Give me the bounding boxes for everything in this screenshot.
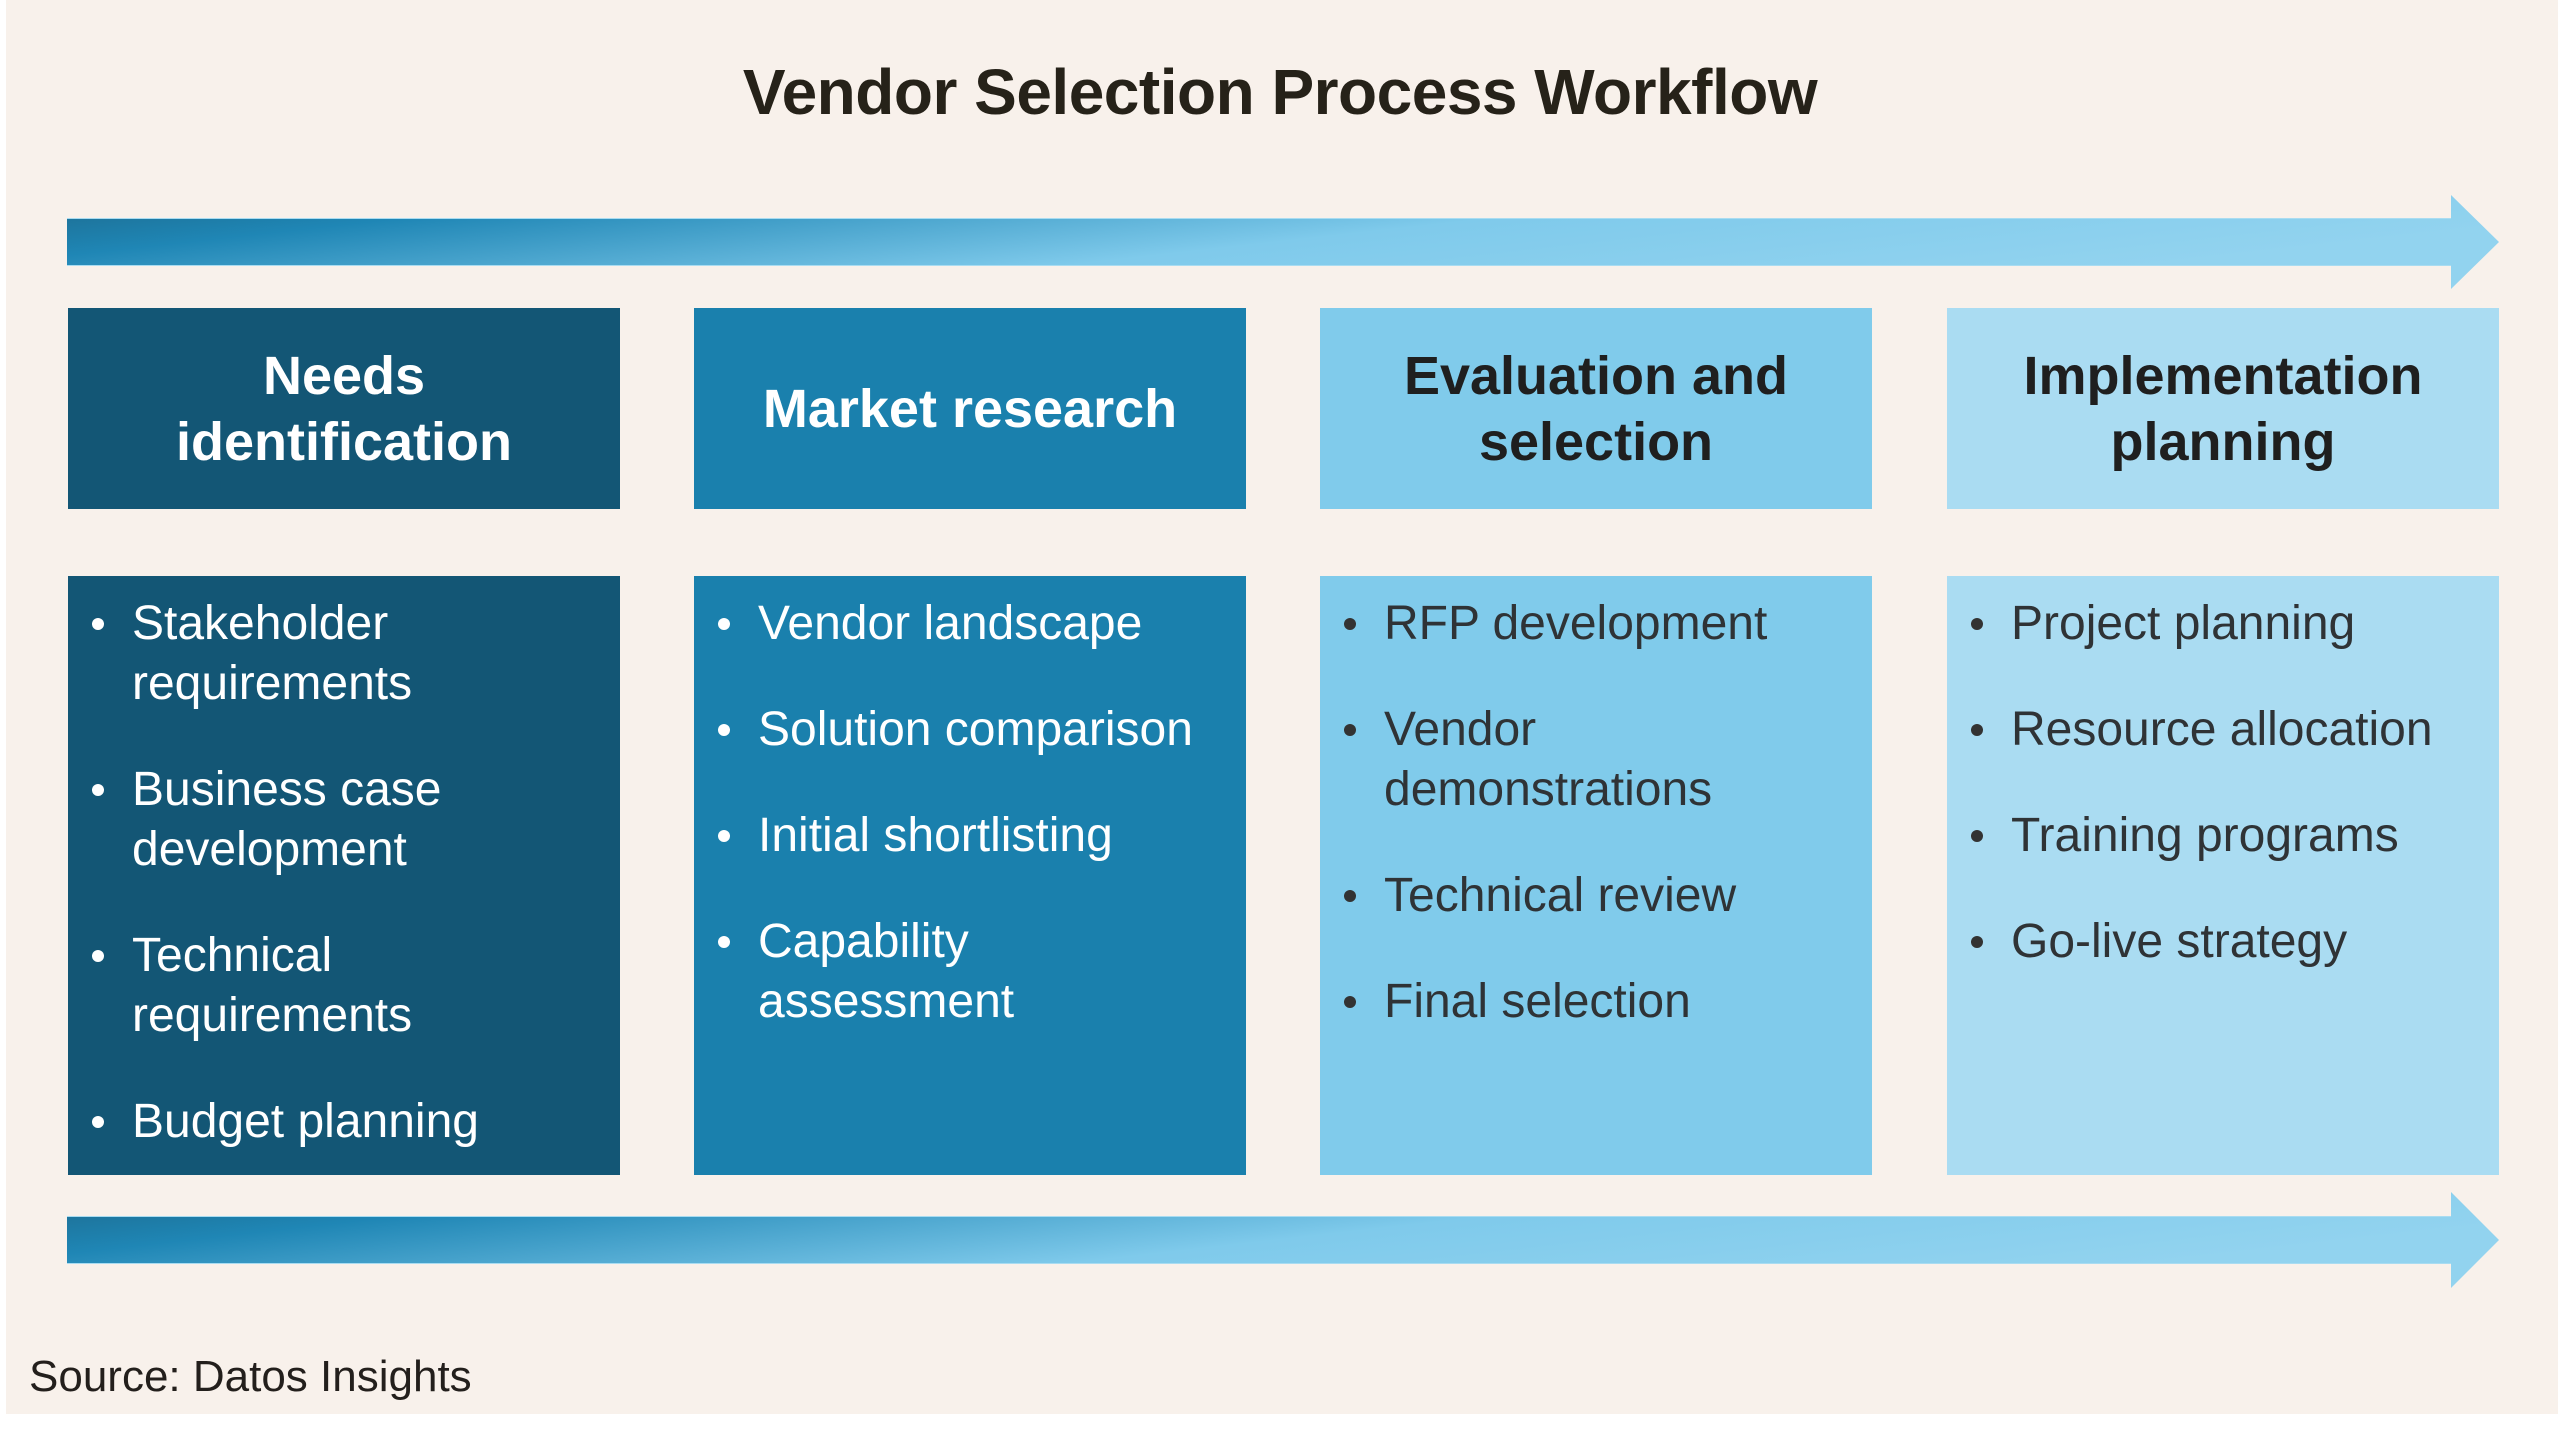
bullet-icon [92, 784, 104, 796]
bullet-icon [1344, 890, 1356, 902]
list-item-text: Technical requirements [132, 929, 413, 1042]
list-item: Initial shortlisting [718, 806, 1226, 866]
bullet-icon [1344, 996, 1356, 1008]
source-note: Source: Datos Insights [29, 1352, 472, 1401]
list-item-text: Solution comparison [758, 703, 1193, 756]
stage-item-list: Stakeholder requirements Business case d… [92, 594, 600, 1152]
stage-header-needs-identification: Needs identification [68, 308, 620, 509]
list-item-text: Stakeholder requirements [132, 597, 413, 710]
bullet-icon [1971, 724, 1983, 736]
list-item-text: Initial shortlisting [758, 809, 1113, 862]
list-item: Vendor demonstrations [1344, 700, 1852, 820]
list-item: Final selection [1344, 972, 1852, 1032]
stage-header-market-research: Market research [694, 308, 1246, 509]
list-item-text: Vendor landscape [758, 597, 1143, 650]
bullet-icon [1971, 618, 1983, 630]
list-item-text: Capability assessment [758, 915, 1015, 1028]
arrow-right-icon [67, 195, 2499, 289]
stage-body-implementation-planning: Project planning Resource allocation Tra… [1947, 576, 2499, 1175]
bullet-icon [92, 1116, 104, 1128]
bullet-icon [718, 618, 730, 630]
stage-title: Market research [762, 378, 1178, 439]
list-item-text: Resource allocation [2011, 703, 2433, 756]
stage-item-list: RFP development Vendor demonstrations Te… [1344, 594, 1852, 1032]
list-item-text: Budget planning [132, 1095, 479, 1148]
stage-item-list: Project planning Resource allocation Tra… [1971, 594, 2479, 972]
list-item: Resource allocation [1971, 700, 2479, 760]
list-item: Project planning [1971, 594, 2479, 654]
list-item-text: Technical review [1384, 869, 1737, 922]
arrow-right-icon [67, 1192, 2499, 1288]
bullet-icon [92, 950, 104, 962]
list-item-text: Business case development [132, 763, 442, 876]
stage-header-evaluation-and-selection: Evaluation and selection [1320, 308, 1872, 509]
list-item-text: Final selection [1384, 975, 1691, 1028]
list-item: Stakeholder requirements [92, 594, 600, 714]
list-item-text: Vendor demonstrations [1384, 703, 1713, 816]
list-item: Capability assessment [718, 912, 1226, 1032]
bullet-icon [1971, 936, 1983, 948]
diagram-title: Vendor Selection Process Workflow [742, 56, 1818, 128]
stage-body-market-research: Vendor landscape Solution comparison Ini… [694, 576, 1246, 1175]
list-item-text: Go-live strategy [2011, 915, 2348, 968]
list-item-text: Training programs [2011, 809, 2399, 862]
bullet-icon [718, 936, 730, 948]
stage-item-list: Vendor landscape Solution comparison Ini… [718, 594, 1226, 1032]
stage-header-implementation-planning: Implementation planning [1947, 308, 2499, 509]
stage-body-evaluation-and-selection: RFP development Vendor demonstrations Te… [1320, 576, 1872, 1175]
stage-title: Evaluation and selection [1403, 345, 1789, 472]
bullet-icon [1344, 618, 1356, 630]
list-item-text: RFP development [1384, 597, 1768, 650]
process-arrow-top [67, 195, 2499, 289]
process-arrow-bottom [67, 1192, 2499, 1288]
list-item: Go-live strategy [1971, 912, 2479, 972]
bullet-icon [1344, 724, 1356, 736]
list-item: Budget planning [92, 1092, 600, 1152]
stage-title: Implementation planning [2023, 345, 2423, 472]
list-item: Business case development [92, 760, 600, 880]
list-item: Solution comparison [718, 700, 1226, 760]
bullet-icon [92, 618, 104, 630]
stage-title: Needs identification [176, 345, 512, 472]
bullet-icon [718, 724, 730, 736]
list-item: Vendor landscape [718, 594, 1226, 654]
list-item: Training programs [1971, 806, 2479, 866]
bullet-icon [1971, 830, 1983, 842]
bullet-icon [718, 830, 730, 842]
list-item: Technical review [1344, 866, 1852, 926]
list-item: Technical requirements [92, 926, 600, 1046]
stage-body-needs-identification: Stakeholder requirements Business case d… [68, 576, 620, 1175]
list-item: RFP development [1344, 594, 1852, 654]
list-item-text: Project planning [2011, 597, 2356, 650]
